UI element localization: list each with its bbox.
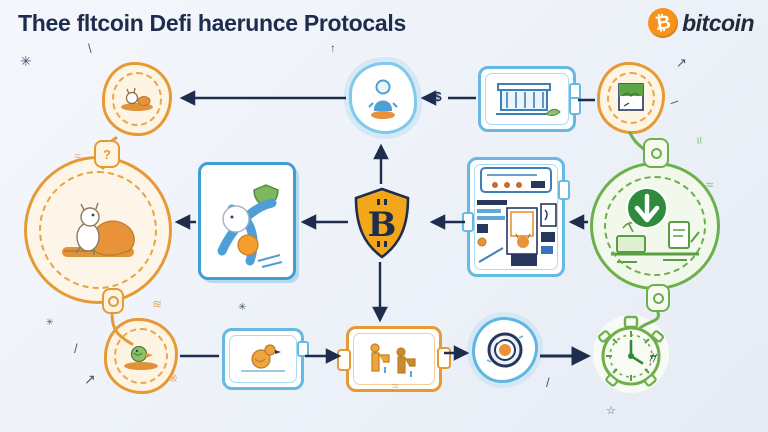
blue-figure-icon bbox=[368, 79, 398, 119]
machine-tab bbox=[297, 341, 309, 357]
sketch-mark: / bbox=[546, 375, 550, 390]
machine-tab bbox=[558, 180, 570, 200]
green-top-lock bbox=[643, 138, 669, 168]
lens-blob[interactable] bbox=[472, 317, 538, 383]
sketch-mark: – bbox=[667, 92, 681, 110]
bitcoin-shield-icon: B bbox=[354, 187, 410, 259]
bitcoin-coin-icon: ₿ bbox=[646, 6, 681, 40]
question-glyph: ? bbox=[103, 146, 111, 162]
sketch-mark: ✳ bbox=[20, 53, 32, 69]
pipe-connector bbox=[437, 347, 451, 369]
lock-dot bbox=[650, 147, 662, 159]
coin-badge-duck[interactable] bbox=[104, 318, 178, 394]
faucets-icon bbox=[370, 343, 416, 377]
shelter-circle[interactable] bbox=[24, 156, 172, 304]
sketch-mark: / bbox=[74, 341, 78, 356]
dollar-glyph: $ bbox=[434, 89, 442, 104]
machine-tab bbox=[569, 97, 581, 115]
rabbit-on-log-icon bbox=[121, 87, 153, 111]
stopwatch-icon bbox=[597, 315, 665, 387]
orange-lock-knob: ? bbox=[94, 140, 120, 168]
sketch-mark: ↗ bbox=[84, 371, 96, 387]
shield-letter: B bbox=[368, 205, 397, 245]
tumbling-monkey-icon bbox=[217, 184, 283, 268]
camera-lens-icon bbox=[486, 332, 524, 368]
animals-doodle-icon bbox=[62, 202, 135, 257]
browser-dashboard-icon bbox=[477, 167, 557, 266]
sketch-mark: ↑ bbox=[330, 41, 336, 55]
sketch-mark: ≈ bbox=[74, 149, 81, 163]
duck-on-log-icon bbox=[124, 345, 158, 370]
machine-tab bbox=[462, 212, 474, 232]
duck-box[interactable] bbox=[222, 328, 309, 390]
sketch-mark: ✳ bbox=[46, 317, 54, 327]
download-desk-icon bbox=[611, 187, 700, 263]
bitcoin-logo: ₿ bitcoin bbox=[646, 6, 754, 40]
vault-machine[interactable] bbox=[478, 66, 581, 132]
orange-bottom-lock bbox=[102, 288, 124, 314]
green-bottom-lock bbox=[646, 284, 670, 312]
download-circle[interactable] bbox=[590, 162, 720, 290]
page-title: Thee fltcoin Defi haerunce Protocals bbox=[18, 10, 406, 36]
sketch-mark: ≈ bbox=[691, 135, 708, 146]
bitcoin-shield[interactable]: B bbox=[350, 186, 414, 260]
duck-machine-icon bbox=[241, 344, 285, 372]
lock-dot bbox=[107, 295, 119, 307]
framed-plants-icon bbox=[618, 83, 644, 111]
sketch-mark: ≈ bbox=[392, 379, 399, 393]
sketch-mark: ☆ bbox=[606, 405, 616, 417]
coin-badge-rabbit[interactable] bbox=[102, 62, 172, 136]
bitcoin-wordmark: bitcoin bbox=[682, 9, 754, 36]
faucet-box[interactable] bbox=[337, 326, 451, 392]
bank-ledger-icon bbox=[496, 83, 561, 117]
lock-dot bbox=[652, 292, 664, 304]
coin-frame-circle[interactable] bbox=[597, 62, 665, 134]
sketch-mark: ✳ bbox=[238, 302, 247, 313]
dashboard-panel[interactable] bbox=[462, 157, 570, 277]
figure-blob[interactable] bbox=[349, 62, 417, 134]
sketch-mark: \ bbox=[88, 41, 92, 56]
defi-card[interactable] bbox=[198, 162, 296, 280]
sketch-mark: ≈ bbox=[706, 177, 714, 192]
sketch-mark: ≋ bbox=[152, 297, 163, 311]
sketch-mark: ※ bbox=[168, 371, 179, 385]
pipe-connector bbox=[337, 349, 351, 371]
sketch-mark: ↗ bbox=[676, 55, 687, 70]
